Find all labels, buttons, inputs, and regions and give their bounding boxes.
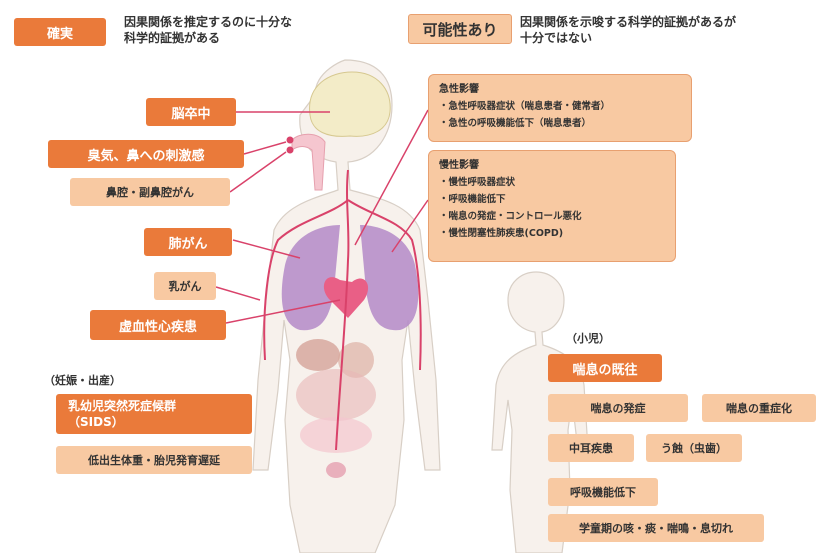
chronic-title: 慢性影響: [439, 160, 479, 171]
vessels: [263, 169, 422, 451]
legend-definite-tag: 確実: [14, 18, 106, 46]
sinus-marker: [286, 146, 294, 154]
chronic-item: ・喘息の発症・コントロール悪化: [439, 211, 582, 222]
label-school-symptoms: 学童期の咳・痰・喘鳴・息切れ: [548, 514, 764, 542]
acute-title: 急性影響: [439, 84, 479, 95]
label-nasal-irritation: 臭気、鼻への刺激感: [48, 140, 244, 168]
chronic-item: ・呼吸機能低下: [439, 194, 506, 205]
left-lung: [281, 225, 340, 331]
acute-item: ・急性呼吸器症状（喘息患者・健常者）: [439, 101, 611, 112]
label-caries: う蝕（虫歯）: [646, 434, 742, 462]
label-otitis: 中耳疾患: [548, 434, 634, 462]
label-asthma-onset: 喘息の発症: [548, 394, 688, 422]
legend-definite-text: 因果関係を推定するのに十分な 科学的証拠がある: [124, 15, 293, 45]
label-low-birth-weight: 低出生体重・胎児発育遅延: [56, 446, 252, 474]
chronic-item: ・慢性呼吸器症状: [439, 177, 516, 188]
label-asthma-history: 喘息の既往: [548, 354, 662, 382]
connector-lines: [215, 109, 429, 324]
acute-item: ・急性の呼吸機能低下（喘息患者）: [439, 118, 592, 129]
label-nasal-cancer: 鼻腔・副鼻腔がん: [70, 178, 230, 206]
label-breast-cancer: 乳がん: [154, 272, 216, 300]
child-heading: （小児）: [566, 332, 610, 345]
right-lung: [360, 225, 419, 331]
legend-possible-text: 因果関係を示唆する科学的証拠があるが 十分ではない: [520, 15, 737, 45]
nasal-passage: [291, 133, 326, 191]
chronic-effects-panel: 慢性影響 ・慢性呼吸器症状 ・呼吸機能低下 ・喘息の発症・コントロール悪化 ・慢…: [428, 150, 676, 262]
legend-possible-tag: 可能性あり: [408, 14, 512, 44]
chronic-item: ・慢性閉塞性肺疾患(COPD): [439, 228, 564, 239]
label-sids: 乳幼児突然死症候群 （SIDS）: [56, 394, 252, 434]
nose-marker: [286, 136, 294, 144]
label-ihd: 虚血性心疾患: [90, 310, 226, 340]
label-lung-cancer: 肺がん: [144, 228, 232, 256]
brain: [309, 71, 391, 137]
label-lung-function: 呼吸機能低下: [548, 478, 658, 506]
pregnancy-heading: （妊娠・出産）: [44, 374, 121, 387]
acute-effects-panel: 急性影響 ・急性呼吸器症状（喘息患者・健常者） ・急性の呼吸機能低下（喘息患者）: [428, 74, 692, 142]
label-asthma-worse: 喘息の重症化: [702, 394, 816, 422]
label-stroke: 脳卒中: [146, 98, 236, 126]
